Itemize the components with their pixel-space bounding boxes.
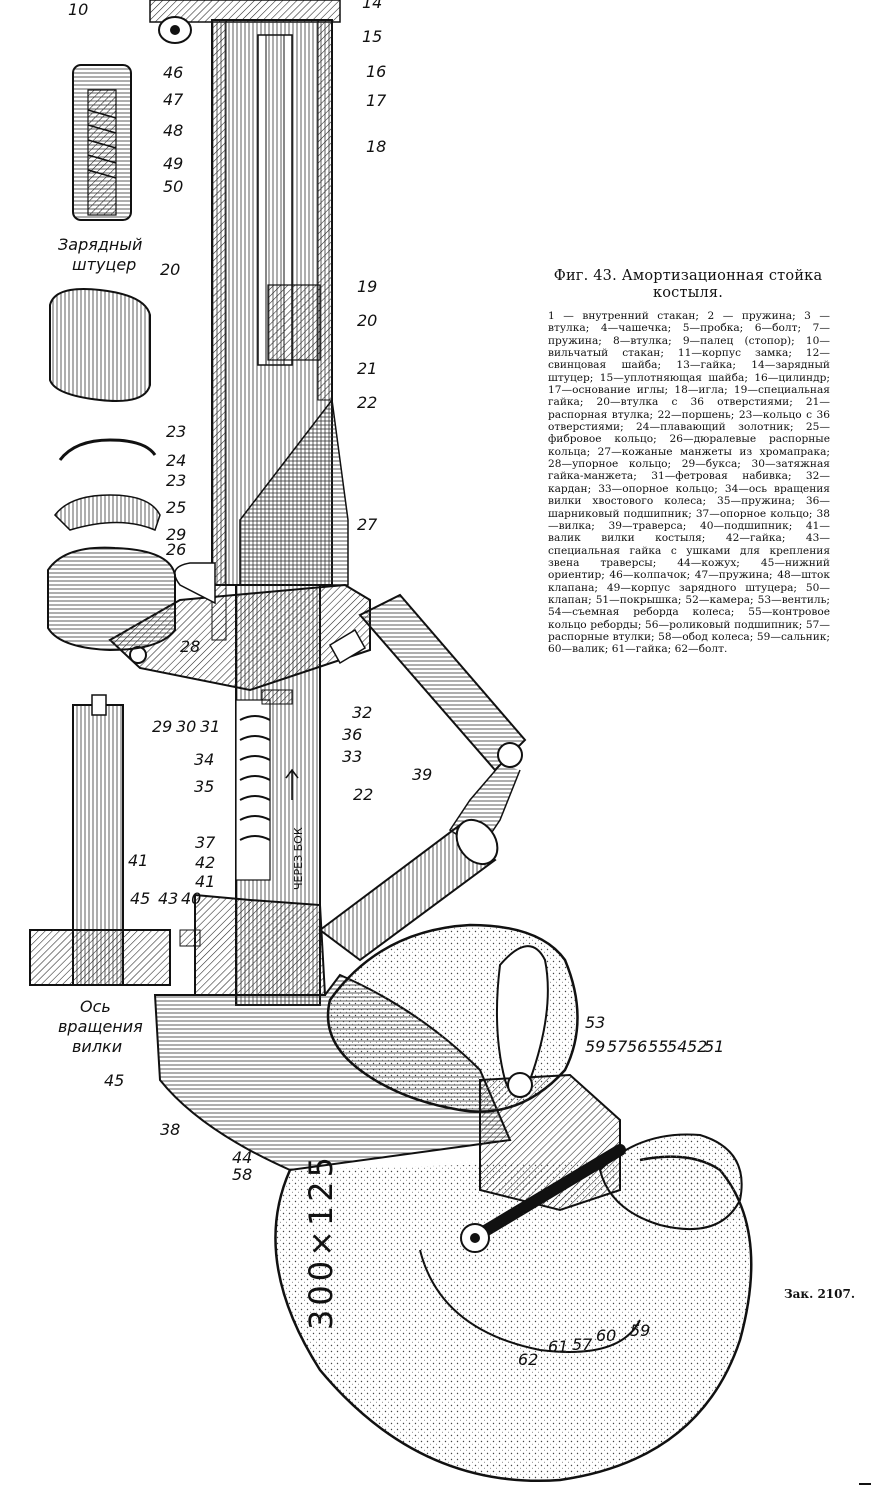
page-mark <box>859 1483 871 1485</box>
callout: 51 <box>704 1037 724 1056</box>
callout: 44 <box>232 1148 252 1167</box>
tire-marking: 300×125 <box>302 1153 340 1330</box>
callout: 46 <box>163 63 183 82</box>
callout: 28 <box>180 637 200 656</box>
order-mark: Зак. 2107. <box>784 1287 856 1301</box>
callout: 14 <box>362 0 382 12</box>
callout: 31 <box>200 717 220 736</box>
callout: 19 <box>357 277 377 296</box>
inset-ring-set <box>47 288 176 652</box>
callout: 32 <box>352 703 372 722</box>
callout: 17 <box>366 91 387 110</box>
callout: 58 <box>232 1165 252 1184</box>
callout: 48 <box>163 121 183 140</box>
callout: 50 <box>163 177 183 196</box>
callout: 45 <box>130 889 150 908</box>
inset-charging-fitting <box>72 64 132 221</box>
callout: 42 <box>195 853 215 872</box>
callout-labels: 10 14 15 16 17 18 46 47 48 49 50 20 19 2… <box>68 0 724 1369</box>
callout: 60 <box>596 1326 616 1345</box>
callout: 30 <box>176 717 196 736</box>
callout: 57 <box>607 1037 628 1056</box>
top-lock-body <box>149 0 341 44</box>
callout: 54 <box>667 1037 687 1056</box>
callout: 59 <box>630 1321 650 1340</box>
callout: 27 <box>357 515 378 534</box>
callout: 18 <box>366 137 386 156</box>
callout: 25 <box>166 498 186 517</box>
callout: 52 <box>687 1037 707 1056</box>
callout: 39 <box>412 765 432 784</box>
callout: 24 <box>166 451 186 470</box>
wheel-hub <box>460 1072 626 1253</box>
callout: 45 <box>104 1071 124 1090</box>
callout: 26 <box>166 540 186 559</box>
callout: 23 <box>166 422 186 441</box>
callout: 15 <box>362 27 382 46</box>
strut-cylinder <box>211 19 349 641</box>
callout: 53 <box>585 1013 605 1032</box>
callout: 34 <box>194 750 214 769</box>
callout: 37 <box>195 833 216 852</box>
traverse-link <box>318 818 499 962</box>
callout: 38 <box>160 1120 180 1139</box>
inset-caption: вилки <box>72 1037 122 1056</box>
callout: 23 <box>166 471 186 490</box>
callout: 35 <box>194 777 214 796</box>
callout: 22 <box>357 393 377 412</box>
inset-captions: Зарядный штуцер Ось вращения вилки <box>58 235 143 1056</box>
piston-marking: ЧЕРЕЗ БОК <box>292 827 305 890</box>
figure-title: Фиг. 43. Амортизационная стойка костыля. <box>553 268 823 301</box>
inset-caption: вращения <box>58 1017 143 1036</box>
callout: 36 <box>342 725 362 744</box>
callout: 57 <box>572 1335 593 1354</box>
callout: 20 <box>357 311 377 330</box>
callout: 47 <box>163 90 184 109</box>
callout: 61 <box>548 1337 568 1356</box>
callout: 20 <box>160 260 180 279</box>
callout: 16 <box>366 62 386 81</box>
callout: 40 <box>181 889 201 908</box>
callout: 62 <box>518 1350 538 1369</box>
inset-fork-axis <box>29 694 171 986</box>
inset-caption: штуцер <box>72 255 136 274</box>
callout: 41 <box>128 851 148 870</box>
figure-legend: 1 — внутренний стакан; 2 — пружина; 3 — … <box>548 310 830 656</box>
callout: 59 <box>585 1037 605 1056</box>
callout: 33 <box>342 747 362 766</box>
tail-wheel: 300×125 <box>274 923 753 1482</box>
inset-caption: Ось <box>80 997 111 1016</box>
callout: 43 <box>158 889 178 908</box>
callout: 56 <box>627 1037 647 1056</box>
callout: 41 <box>195 872 215 891</box>
callout: 55 <box>648 1037 668 1056</box>
callout: 29 <box>166 525 186 544</box>
callout: 22 <box>353 785 373 804</box>
inset-caption: Зарядный <box>58 235 142 254</box>
callout: 21 <box>357 359 377 378</box>
callout: 10 <box>68 0 88 19</box>
callout: 49 <box>163 154 183 173</box>
callout: 29 <box>152 717 172 736</box>
